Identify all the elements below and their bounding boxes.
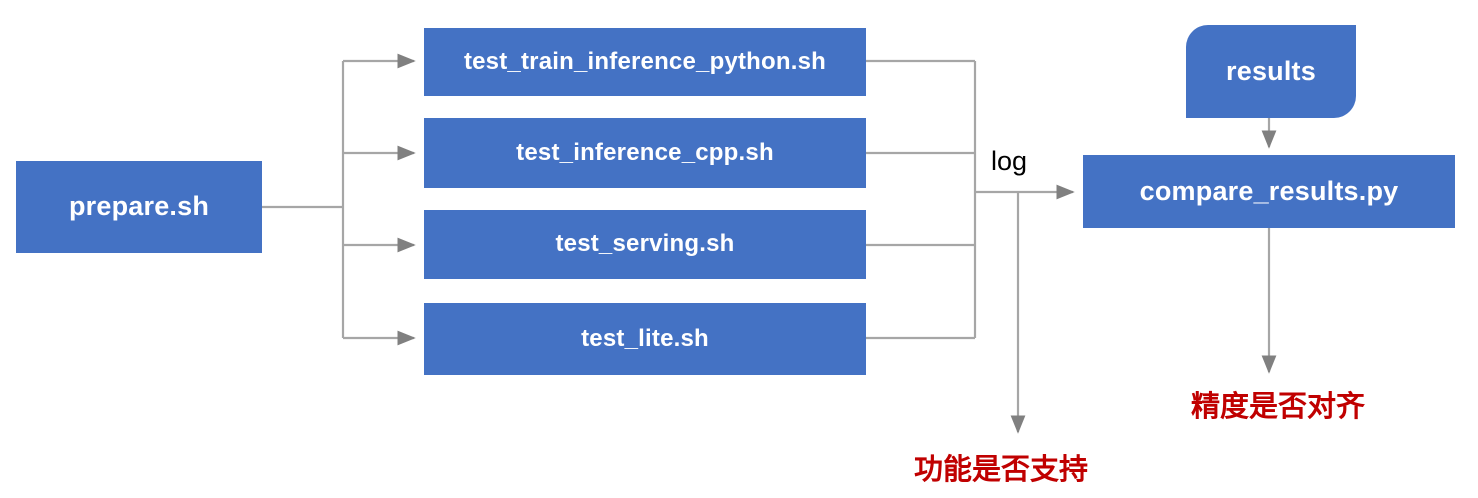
note-accuracy-aligned: 精度是否对齐 bbox=[1191, 391, 1366, 423]
node-test-serving-sh-label: test_serving.sh bbox=[555, 230, 735, 258]
edge-prepare-to-fanout bbox=[262, 61, 345, 338]
node-prepare-sh[interactable]: prepare.sh bbox=[16, 161, 262, 253]
node-test-serving-sh[interactable]: test_serving.sh bbox=[424, 210, 866, 279]
node-test-inference-cpp-sh[interactable]: test_inference_cpp.sh bbox=[424, 118, 866, 188]
node-test-inference-cpp-sh-label: test_inference_cpp.sh bbox=[516, 138, 774, 166]
node-prepare-sh-label: prepare.sh bbox=[68, 191, 210, 222]
node-compare-results-py[interactable]: compare_results.py bbox=[1083, 155, 1455, 228]
node-test-lite-sh-label: test_lite.sh bbox=[581, 324, 709, 352]
node-compare-results-py-label: compare_results.py bbox=[1139, 175, 1399, 206]
edge-label-log: log bbox=[991, 146, 1028, 176]
note-function-supported: 功能是否支持 bbox=[914, 454, 1089, 486]
node-test-train-inference-python-sh-label: test_train_inference_python.sh bbox=[463, 47, 827, 75]
node-test-lite-sh[interactable]: test_lite.sh bbox=[424, 303, 866, 375]
node-results-label: results bbox=[1226, 55, 1316, 86]
node-test-train-inference-python-sh[interactable]: test_train_inference_python.sh bbox=[424, 28, 866, 96]
node-results[interactable]: results bbox=[1186, 25, 1356, 118]
